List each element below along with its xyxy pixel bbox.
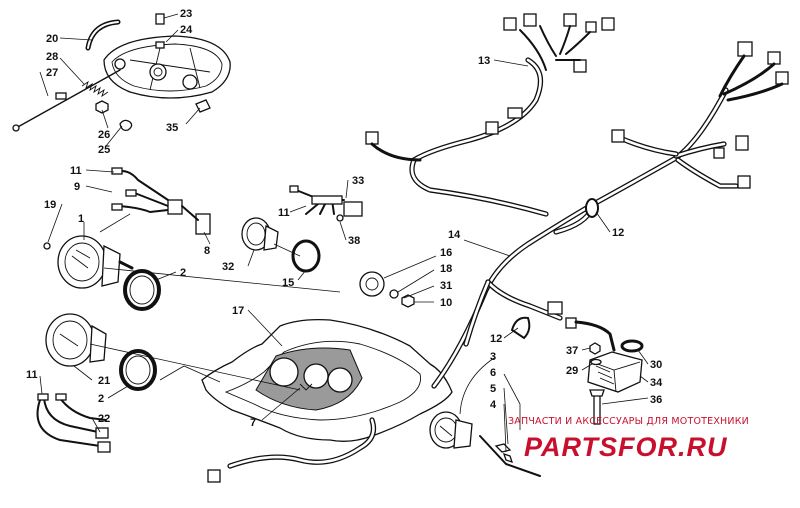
callout-10: 10	[440, 297, 452, 309]
callout-13: 13	[478, 55, 490, 67]
callout-25: 25	[98, 144, 110, 156]
indicator-16	[359, 271, 385, 297]
bezel-ring-2b	[119, 349, 157, 391]
callout-11-top: 11	[70, 165, 82, 177]
headlight-assembly	[103, 35, 231, 99]
callout-8: 8	[204, 245, 210, 257]
nut-37	[589, 342, 601, 355]
gauge-3	[429, 411, 473, 449]
callout-37: 37	[566, 345, 578, 357]
callout-2-top: 2	[180, 267, 186, 279]
adjuster-screw	[12, 69, 121, 132]
callout-38: 38	[348, 235, 360, 247]
nut-26	[95, 100, 109, 114]
leader-lines	[39, 13, 649, 453]
dash-console-17	[201, 318, 453, 442]
callout-35: 35	[166, 122, 178, 134]
callout-5: 5	[490, 383, 496, 395]
callout-36: 36	[650, 394, 662, 406]
bolt-36	[589, 389, 605, 425]
gauge-21	[45, 313, 107, 367]
screw-19	[43, 242, 51, 250]
callout-34: 34	[650, 377, 663, 389]
callout-4: 4	[490, 399, 497, 411]
adjuster-spring	[55, 80, 109, 100]
callout-20: 20	[46, 33, 58, 45]
gauge-harness-22	[36, 393, 111, 453]
callout-32: 32	[222, 261, 234, 273]
watermark-logo: PARTSFOR.RU	[524, 432, 728, 462]
callout-1: 1	[78, 213, 84, 225]
callout-28: 28	[46, 51, 58, 63]
watermark: ЗАПЧАСТИ И АКСЕССУАРЫ ДЛЯ МОТОТЕХНИКИ PA…	[508, 416, 749, 462]
callout-19: 19	[44, 199, 56, 211]
callout-26: 26	[98, 129, 110, 141]
callout-30: 30	[650, 359, 662, 371]
clip-25	[119, 119, 133, 132]
harness-33	[289, 185, 363, 222]
callout-12-right: 12	[612, 227, 624, 239]
gauge-1	[57, 235, 134, 289]
callout-numbers: 20 28 27 23 24 26 25 35 11 9 19 1 8 2 11…	[26, 8, 663, 429]
callout-7: 7	[250, 417, 256, 429]
regulator-34	[587, 351, 643, 393]
watermark-subtitle: ЗАПЧАСТИ И АКСЕССУАРЫ ДЛЯ МОТОТЕХНИКИ	[508, 416, 749, 427]
callout-6: 6	[490, 367, 496, 379]
washer-18	[389, 289, 399, 299]
callout-21: 21	[98, 375, 110, 387]
callout-31: 31	[440, 280, 452, 292]
grommet-30	[620, 339, 644, 353]
bezel-ring-2a	[123, 269, 161, 311]
callout-24: 24	[180, 24, 193, 36]
callout-14: 14	[448, 229, 461, 241]
callout-11-bottom: 11	[26, 369, 38, 381]
sensor-4	[479, 435, 541, 477]
callout-11-mid: 11	[278, 207, 290, 219]
headlight-gasket	[85, 19, 121, 51]
callout-15: 15	[282, 277, 294, 289]
callout-18: 18	[440, 263, 452, 275]
callout-3: 3	[490, 351, 496, 363]
callout-12-center: 12	[490, 333, 502, 345]
harness-connectors	[365, 13, 789, 352]
grommet-12b	[510, 316, 531, 340]
callout-27: 27	[46, 67, 58, 79]
clip-23	[155, 13, 165, 25]
washer-29	[590, 358, 602, 366]
callout-9: 9	[74, 181, 80, 193]
grommet-15	[291, 239, 321, 273]
grommet-12a	[585, 198, 599, 218]
callout-2-bottom: 2	[98, 393, 104, 405]
main-harness-14	[409, 57, 739, 389]
lead-to-dash	[207, 417, 377, 483]
gauge-harness-9	[111, 167, 211, 235]
callout-17: 17	[232, 305, 244, 317]
callout-22: 22	[98, 413, 110, 425]
callout-23: 23	[180, 8, 192, 20]
callout-16: 16	[440, 247, 452, 259]
gauge-32	[241, 217, 279, 251]
callout-33: 33	[352, 175, 364, 187]
callout-29: 29	[566, 365, 578, 377]
